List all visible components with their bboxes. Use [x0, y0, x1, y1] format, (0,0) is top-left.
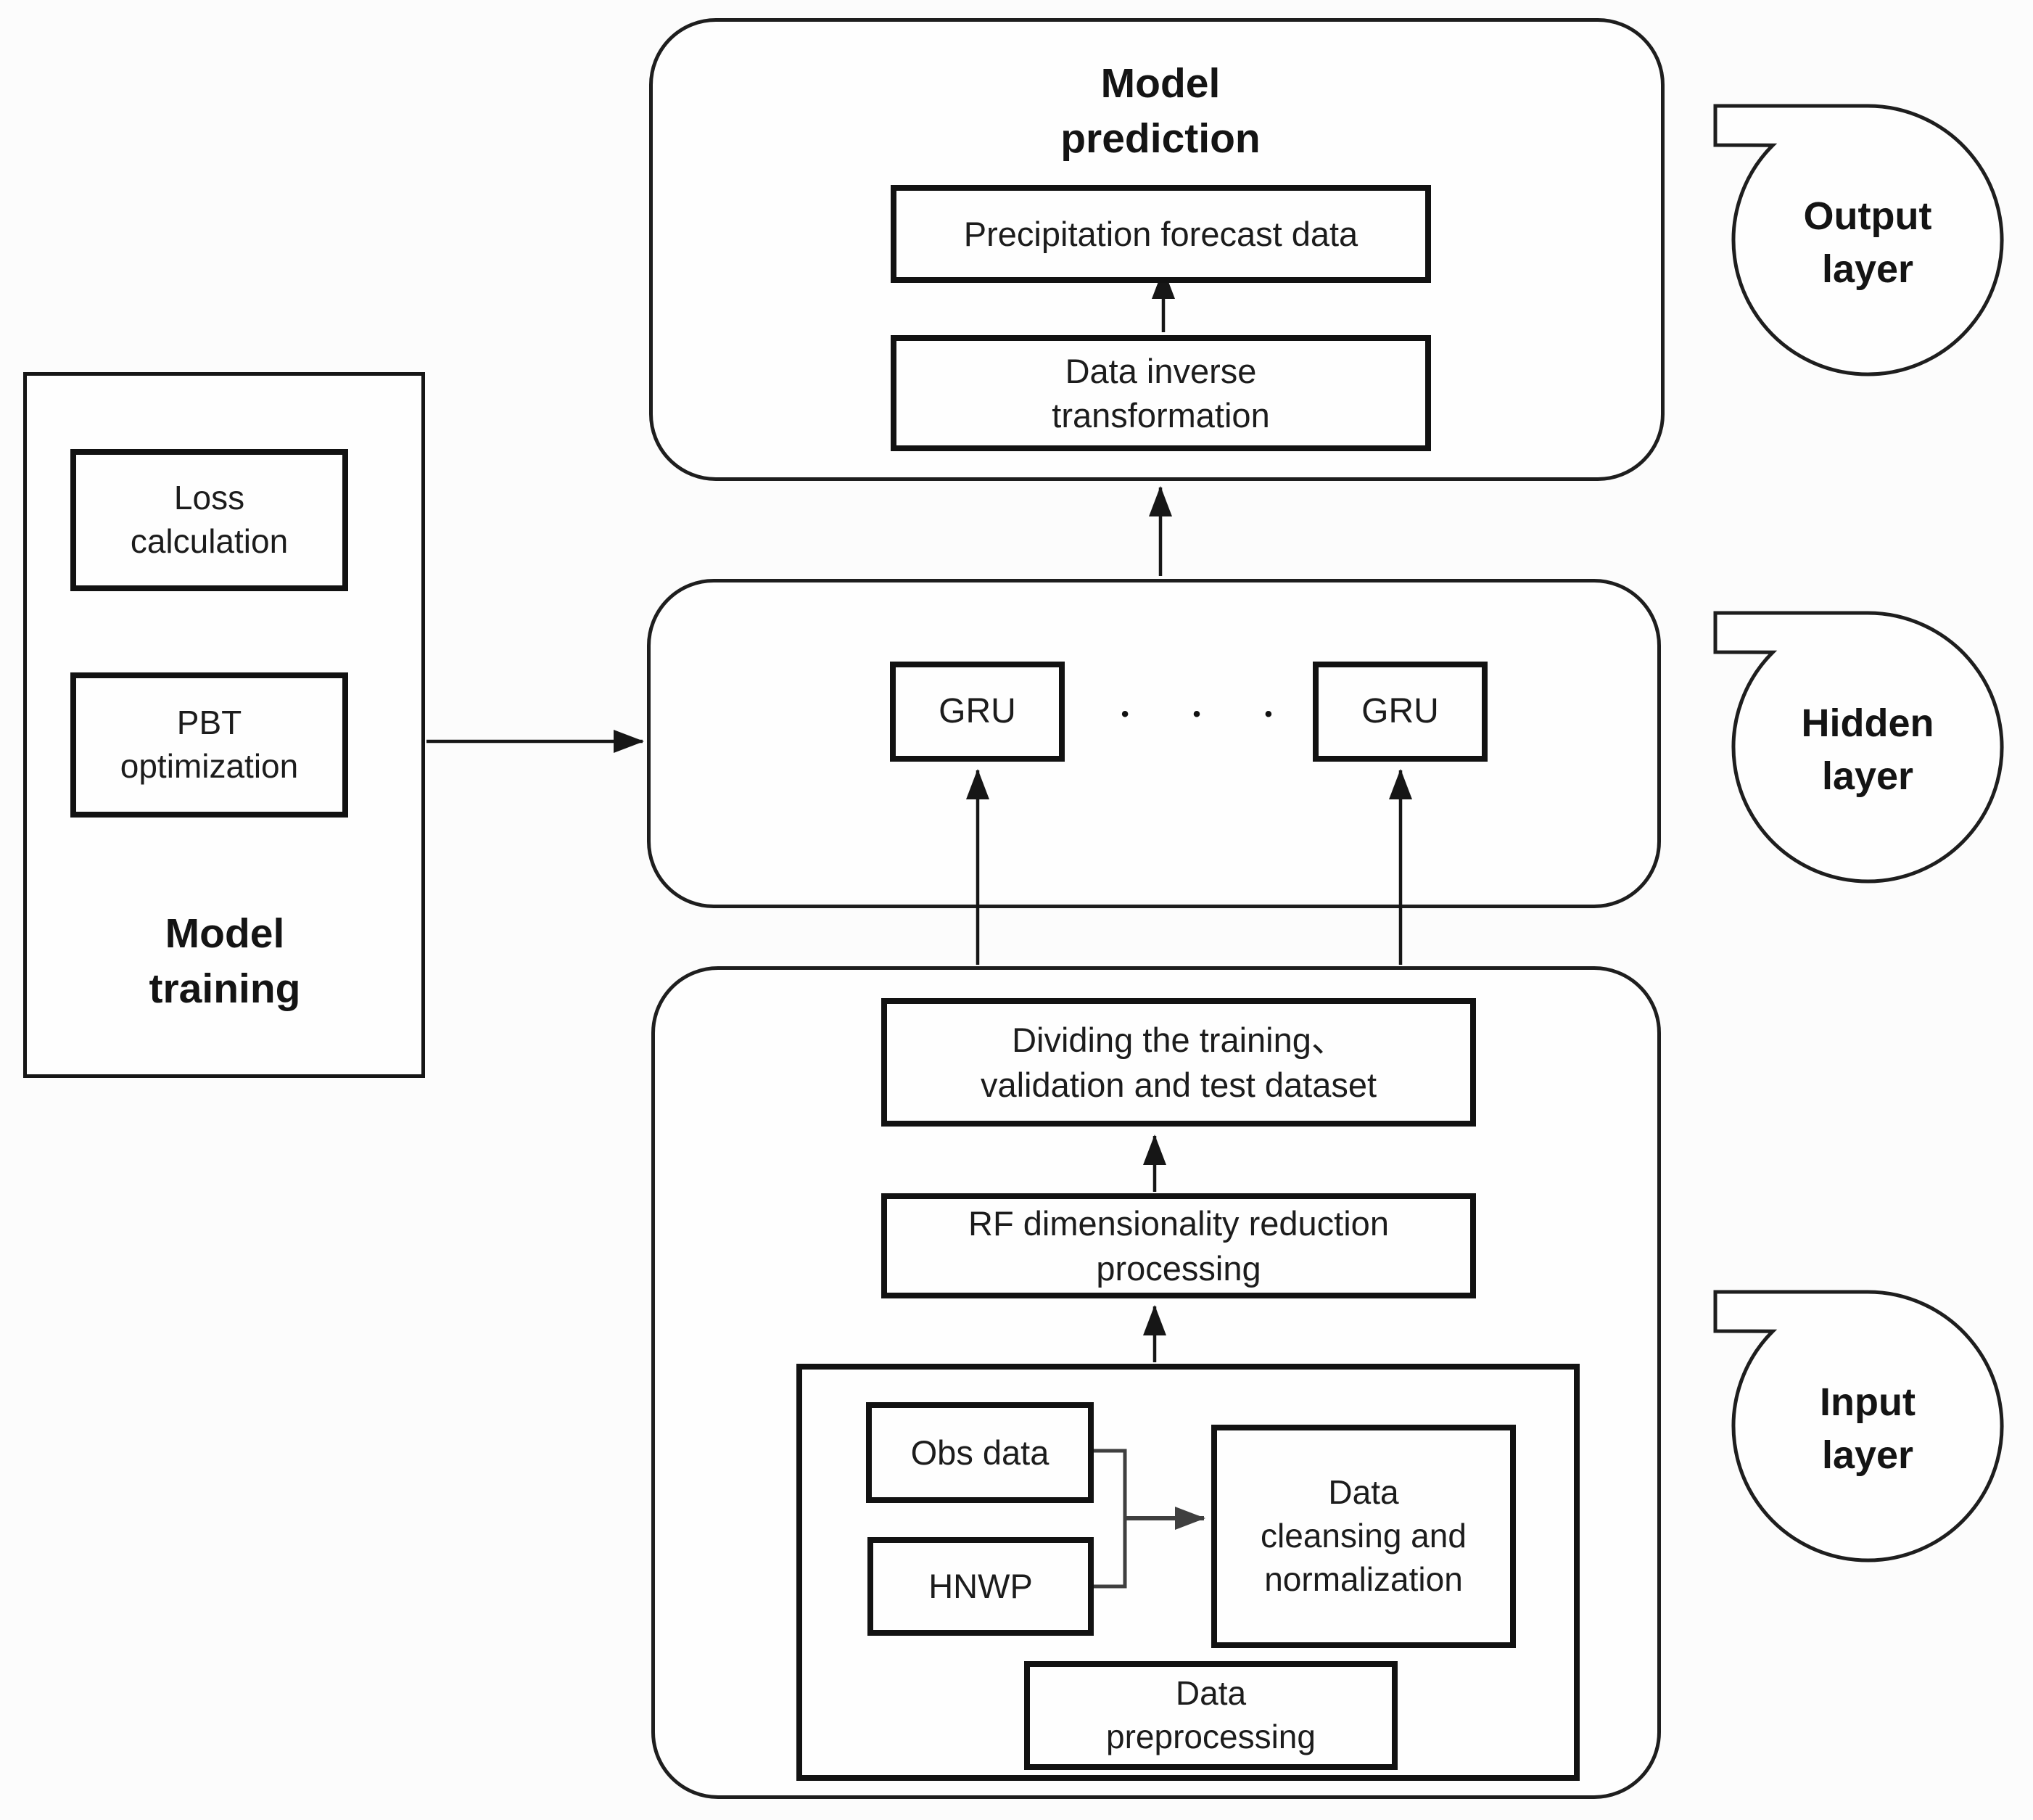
rf-dimensionality-reduction-box: RF dimensionality reduction processing	[881, 1193, 1476, 1298]
gru-ellipsis-dots: • • •	[1121, 702, 1302, 726]
hidden-layer-label: Hidden layer	[1801, 701, 1934, 798]
input-layer-callout-shape	[1713, 1290, 2004, 1562]
precipitation-forecast-box: Precipitation forecast data	[891, 185, 1431, 283]
pbt-optimization-box: PBT optimization	[70, 672, 348, 818]
output-layer-callout-shape	[1713, 104, 2004, 376]
model-prediction-title: Model prediction	[1060, 59, 1261, 162]
obs-data-box: Obs data	[866, 1402, 1094, 1503]
data-inverse-transformation-box: Data inverse transformation	[891, 335, 1431, 451]
dividing-dataset-box: Dividing the training、 validation and te…	[881, 998, 1476, 1127]
output-layer-label: Output layer	[1803, 194, 1932, 291]
input-layer-label: Input layer	[1820, 1380, 1916, 1477]
hidden-layer-callout-shape	[1713, 611, 2004, 884]
hidden-layer-panel	[647, 579, 1661, 908]
data-preprocessing-label-box: Data preprocessing	[1024, 1661, 1398, 1770]
gru-box-left: GRU	[890, 662, 1065, 762]
data-cleansing-normalization-box: Data cleansing and normalization	[1211, 1425, 1516, 1648]
loss-calculation-box: Loss calculation	[70, 449, 348, 591]
data-preprocessing-group-box	[796, 1364, 1580, 1781]
model-training-title: Model training	[149, 910, 301, 1012]
gru-box-right: GRU	[1313, 662, 1488, 762]
hnwp-box: HNWP	[867, 1537, 1094, 1636]
